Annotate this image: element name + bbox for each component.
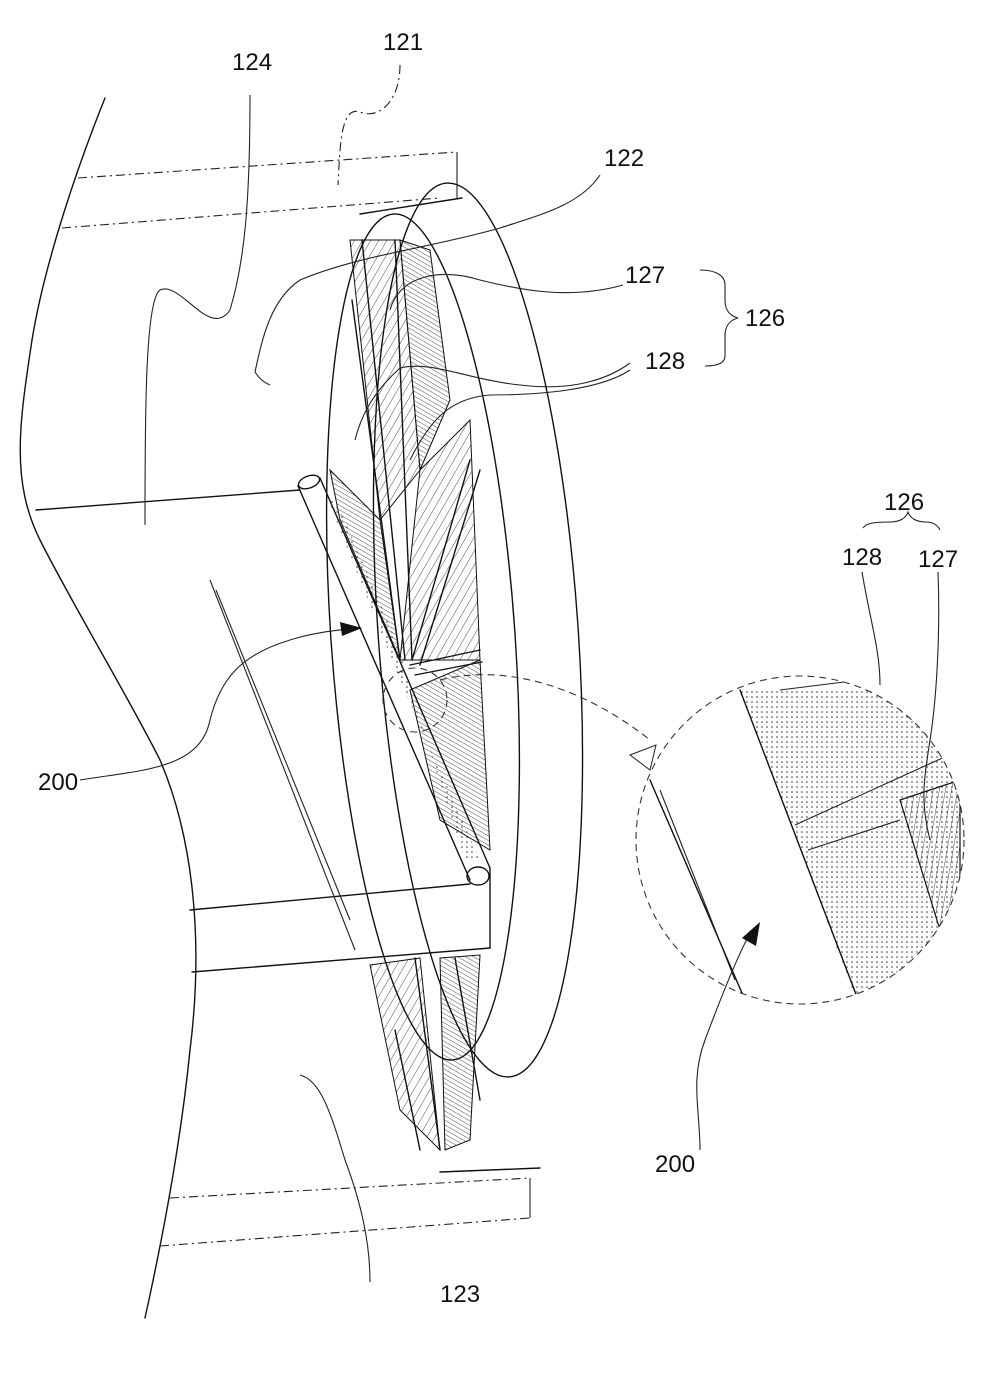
label-128: 128 <box>645 348 685 375</box>
upper-duct-121 <box>62 152 457 228</box>
detail-view <box>650 680 960 1010</box>
label-200: 200 <box>38 769 78 796</box>
detail-label-127: 127 <box>918 546 958 573</box>
label-123: 123 <box>440 1281 480 1308</box>
detail-label-128: 128 <box>842 544 882 571</box>
detail-label-200: 200 <box>655 1151 695 1178</box>
label-127: 127 <box>625 262 665 289</box>
label-126: 126 <box>745 305 785 332</box>
lower-duct-123 <box>160 1178 530 1246</box>
leader-lines <box>80 65 940 1282</box>
label-124: 124 <box>232 49 272 76</box>
detail-label-126: 126 <box>884 489 924 516</box>
label-122: 122 <box>604 145 644 172</box>
label-121: 121 <box>383 29 423 56</box>
duct-outline-left <box>20 98 196 1318</box>
